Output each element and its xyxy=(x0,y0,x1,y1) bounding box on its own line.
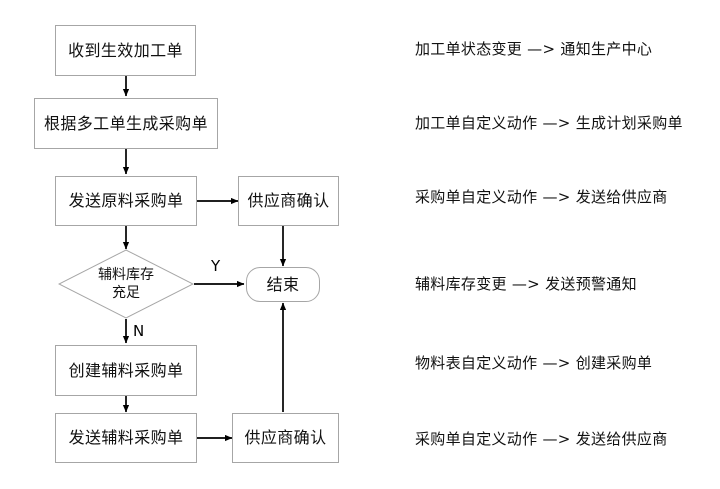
node-end[interactable]: 结束 xyxy=(246,267,320,302)
decision-label-line1: 辅料库存 xyxy=(98,266,154,283)
node-label: 结束 xyxy=(266,274,300,294)
note-bom-custom-action: 物料表自定义动作 —> 创建采购单 xyxy=(415,354,653,372)
node-create-aux-material-po[interactable]: 创建辅料采购单 xyxy=(55,345,197,396)
node-label: 收到生效加工单 xyxy=(68,40,183,60)
node-aux-stock-sufficient-decision[interactable]: 辅料库存 充足 xyxy=(58,249,194,319)
node-supplier-confirm-bottom[interactable]: 供应商确认 xyxy=(232,413,339,463)
node-label: 供应商确认 xyxy=(244,428,327,447)
decision-label-line2: 充足 xyxy=(112,285,140,301)
node-send-aux-material-po[interactable]: 发送辅料采购单 xyxy=(55,413,197,463)
node-label: 创建辅料采购单 xyxy=(68,360,184,380)
note-work-order-status-change: 加工单状态变更 —> 通知生产中心 xyxy=(415,40,653,58)
diamond-shape xyxy=(58,249,194,319)
note-work-order-custom-action: 加工单自定义动作 —> 生成计划采购单 xyxy=(415,114,683,132)
note-po-custom-action-bottom: 采购单自定义动作 —> 发送给供应商 xyxy=(415,430,668,448)
node-supplier-confirm-top[interactable]: 供应商确认 xyxy=(238,176,339,226)
node-generate-purchase-order[interactable]: 根据多工单生成采购单 xyxy=(34,98,218,149)
node-label: 发送原料采购单 xyxy=(68,191,184,210)
note-aux-stock-change: 辅料库存变更 —> 发送预警通知 xyxy=(415,275,637,293)
decision-label: 辅料库存 充足 xyxy=(98,266,154,302)
node-receive-work-order[interactable]: 收到生效加工单 xyxy=(55,25,196,76)
node-send-raw-material-po[interactable]: 发送原料采购单 xyxy=(55,176,197,226)
edge-label-yes: Y xyxy=(211,257,221,275)
node-label: 根据多工单生成采购单 xyxy=(43,113,208,133)
edge-label-no: N xyxy=(133,322,145,340)
node-label: 发送辅料采购单 xyxy=(68,428,184,447)
node-label: 供应商确认 xyxy=(247,191,330,210)
note-po-custom-action-top: 采购单自定义动作 —> 发送给供应商 xyxy=(415,188,668,206)
